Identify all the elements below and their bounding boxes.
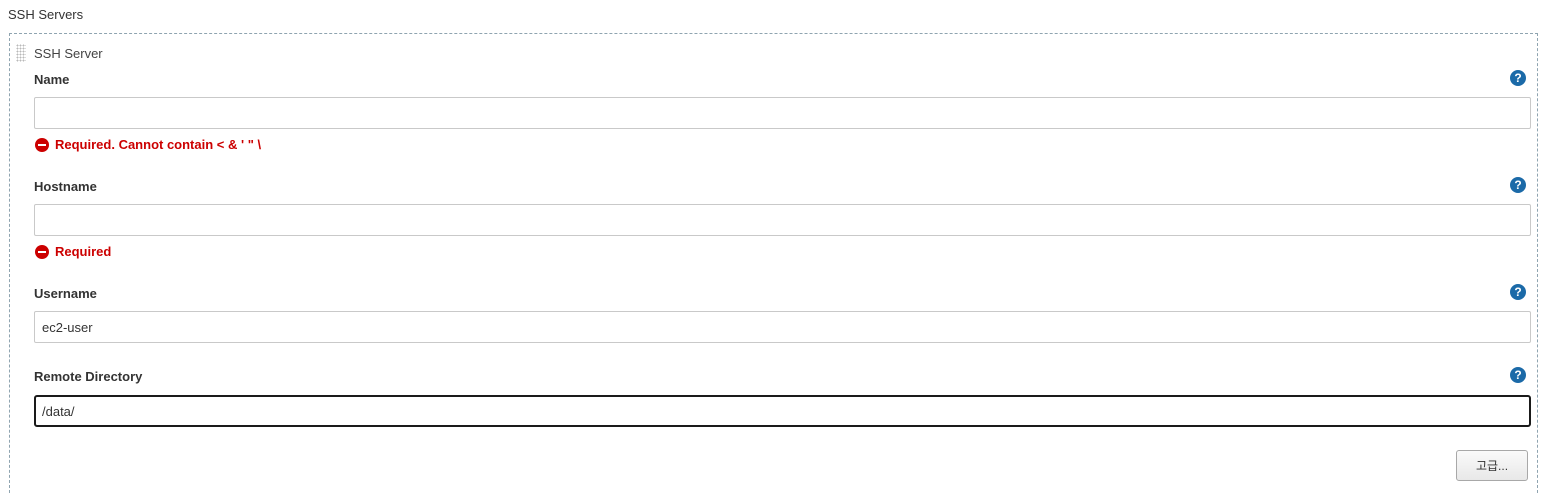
name-label: Name bbox=[34, 72, 70, 87]
name-error: Required. Cannot contain < & ' " \ bbox=[35, 137, 261, 152]
remote-directory-help-icon[interactable]: ? bbox=[1510, 367, 1526, 383]
username-label: Username bbox=[34, 286, 97, 301]
name-input[interactable] bbox=[34, 97, 1531, 129]
hostname-help-icon[interactable]: ? bbox=[1510, 177, 1526, 193]
username-input[interactable] bbox=[34, 311, 1531, 343]
section-title: SSH Servers bbox=[8, 7, 84, 22]
hostname-error-text: Required bbox=[55, 244, 112, 259]
hostname-input[interactable] bbox=[34, 204, 1531, 236]
name-help-icon[interactable]: ? bbox=[1510, 70, 1526, 86]
hostname-error: Required bbox=[35, 244, 111, 259]
remote-directory-input[interactable] bbox=[34, 395, 1531, 427]
error-icon bbox=[35, 244, 49, 259]
advanced-button[interactable]: 고급... bbox=[1456, 450, 1528, 481]
error-icon bbox=[35, 137, 49, 152]
name-error-text: Required. Cannot contain < & ' " \ bbox=[55, 137, 262, 152]
remote-directory-label: Remote Directory bbox=[34, 369, 143, 384]
username-help-icon[interactable]: ? bbox=[1510, 284, 1526, 300]
ssh-server-title: SSH Server bbox=[34, 46, 103, 61]
ssh-server-block: SSH Server Name ? Required. Cannot conta… bbox=[9, 33, 1538, 493]
drag-handle-icon[interactable] bbox=[16, 44, 26, 62]
hostname-label: Hostname bbox=[34, 179, 97, 194]
